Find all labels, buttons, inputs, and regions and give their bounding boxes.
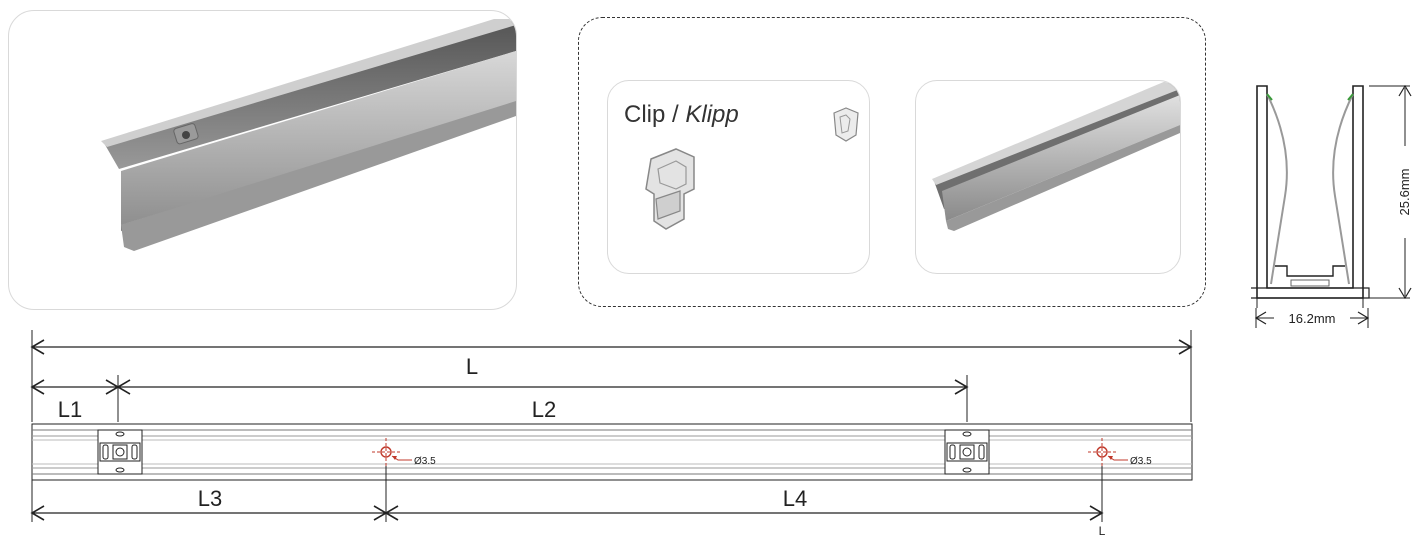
layout-drawing: L L1 L2 <box>0 330 1426 536</box>
l4-label: L4 <box>783 486 807 511</box>
mounting-clip-2 <box>944 429 990 475</box>
cross-section-drawing: 25.6mm <box>1245 76 1415 308</box>
mounting-hole-2: Ø3.5 <box>1088 438 1152 467</box>
hole-2-label: Ø3.5 <box>1130 456 1152 467</box>
total-length-label: L <box>466 354 478 379</box>
clip-title-plain: Clip / <box>624 101 686 128</box>
l1-label: L1 <box>58 397 82 422</box>
accessory-box <box>578 17 1206 307</box>
l2-label: L2 <box>532 397 556 422</box>
diffuser-photo-card <box>915 80 1181 274</box>
clip-large-image <box>645 148 695 230</box>
diffuser-photo <box>932 81 1180 231</box>
profile-photo-card <box>8 10 517 310</box>
profile-photo <box>101 19 516 251</box>
clip-title: Clip / Klipp <box>624 101 739 129</box>
end-label: L <box>1099 524 1106 536</box>
width-dimension-label: 16.2mm <box>1289 311 1336 326</box>
clip-card: Clip / Klipp <box>607 80 870 274</box>
l3-label: L3 <box>198 486 222 511</box>
height-dimension-label: 25.6mm <box>1397 169 1412 216</box>
width-dimension: 16.2mm <box>1250 304 1380 330</box>
hole-1-label: Ø3.5 <box>414 456 436 467</box>
clip-small-image <box>833 107 859 142</box>
mounting-clip-1 <box>97 429 143 475</box>
clip-title-italic: Klipp <box>685 101 739 128</box>
mounting-hole-1: Ø3.5 <box>372 438 436 467</box>
